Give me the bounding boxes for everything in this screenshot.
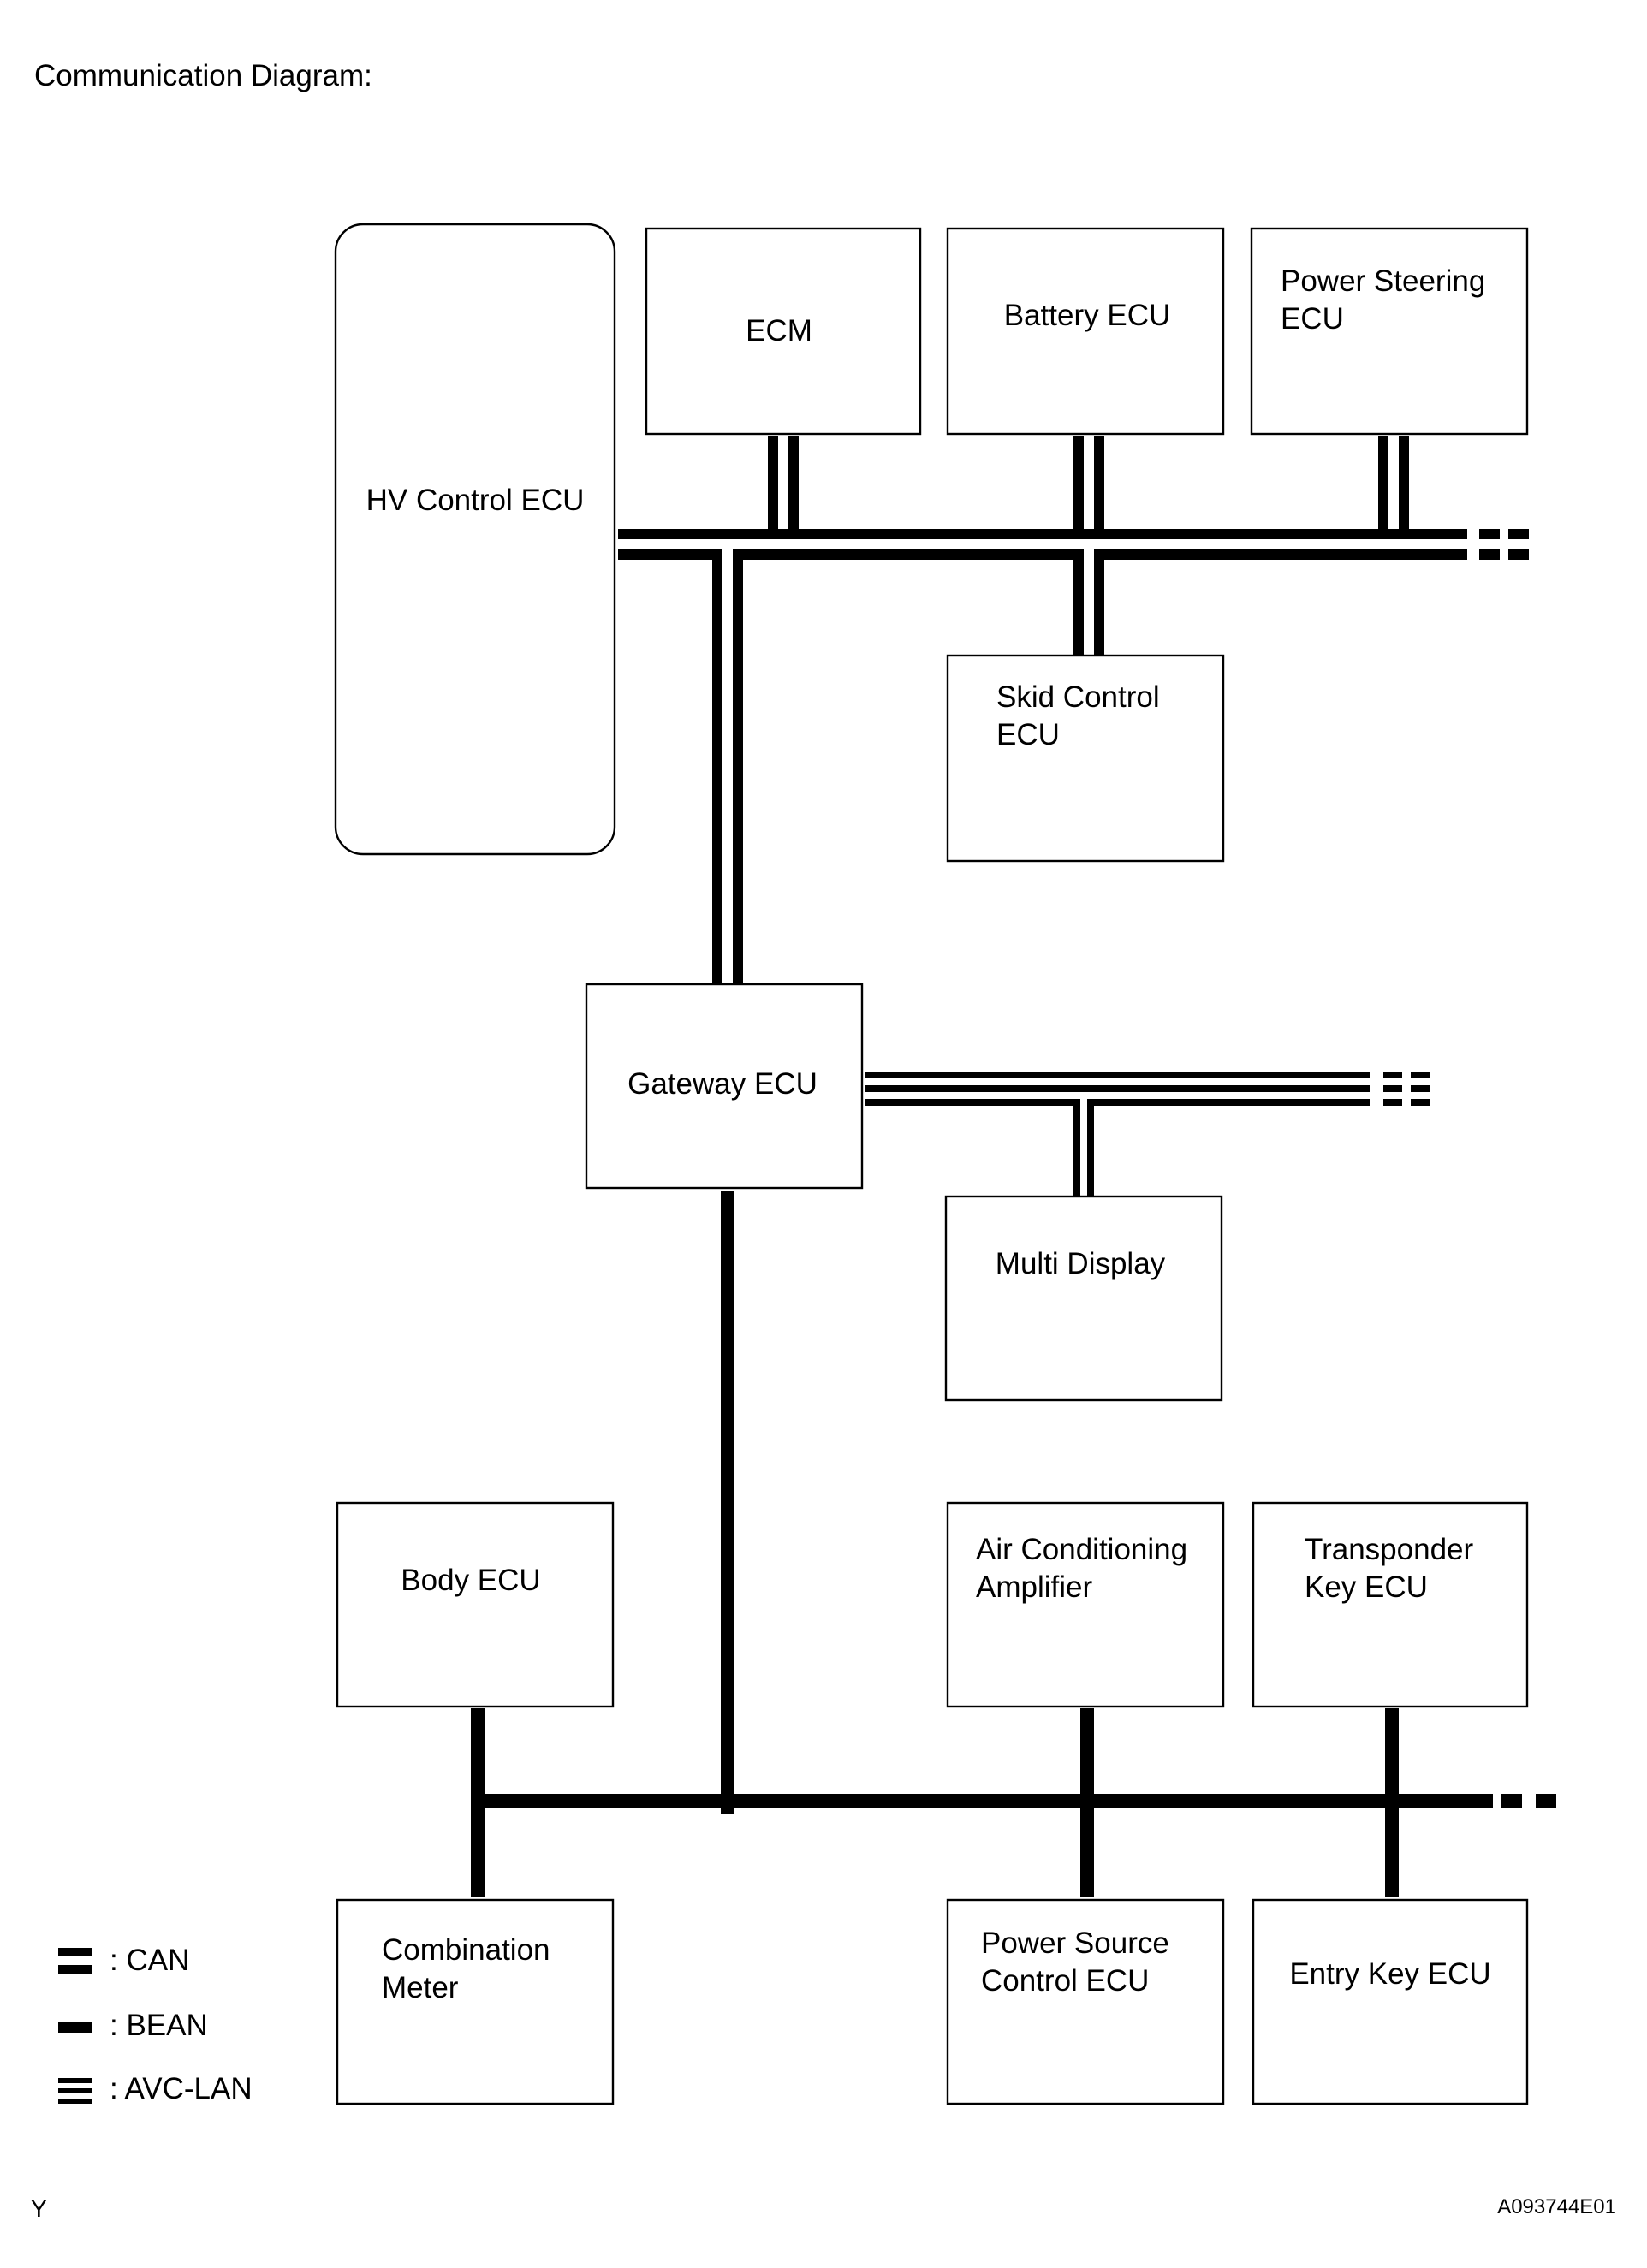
air-conditioning-label-2: Amplifier bbox=[976, 1570, 1092, 1604]
power-steering-ecu-label-1: Power Steering bbox=[1281, 264, 1485, 298]
avc-lan-line-icon bbox=[58, 2078, 92, 2104]
power-source-control-label-1: Power Source bbox=[981, 1927, 1169, 1960]
diagram-title: Communication Diagram: bbox=[34, 59, 372, 92]
power-steering-ecu-label-2: ECU bbox=[1281, 302, 1344, 335]
air-conditioning-label-1: Air Conditioning bbox=[976, 1533, 1187, 1566]
legend-bean-label: : BEAN bbox=[110, 2009, 208, 2042]
legend-bean: : BEAN bbox=[58, 2009, 208, 2042]
combination-meter-box: Combination Meter bbox=[336, 1898, 615, 2105]
legend-avc-lan-label: : AVC-LAN bbox=[110, 2072, 253, 2105]
legend: : CAN : BEAN : AVC-LAN bbox=[58, 1944, 253, 2105]
skid-control-ecu-box: Skid Control ECU bbox=[946, 654, 1225, 863]
entry-key-ecu-box: Entry Key ECU bbox=[1252, 1898, 1529, 2105]
battery-ecu-box: Battery ECU bbox=[946, 227, 1225, 436]
combination-meter-label-2: Meter bbox=[382, 1971, 459, 2004]
transponder-key-label-1: Transponder bbox=[1305, 1533, 1473, 1566]
ecm-label: ECM bbox=[746, 314, 812, 347]
body-ecu-label: Body ECU bbox=[401, 1564, 540, 1597]
entry-key-ecu-label: Entry Key ECU bbox=[1289, 1957, 1490, 1991]
can-bus-lines bbox=[618, 436, 1529, 986]
skid-control-ecu-label-2: ECU bbox=[996, 718, 1060, 751]
figure-id: A093744E01 bbox=[1497, 2195, 1616, 2218]
transponder-key-label-2: Key ECU bbox=[1305, 1570, 1428, 1604]
body-ecu-box: Body ECU bbox=[336, 1501, 615, 1708]
legend-can: : CAN bbox=[58, 1944, 189, 1977]
bean-bus-lines bbox=[471, 1191, 1556, 1897]
multi-display-box: Multi Display bbox=[944, 1195, 1223, 1402]
hv-control-ecu-label: HV Control ECU bbox=[366, 484, 585, 517]
avc-lan-lines bbox=[865, 1072, 1430, 1198]
legend-avc-lan: : AVC-LAN bbox=[58, 2072, 253, 2105]
can-line-icon bbox=[58, 1948, 92, 1974]
bean-line-icon bbox=[58, 2022, 92, 2033]
multi-display-label: Multi Display bbox=[996, 1247, 1166, 1280]
battery-ecu-label: Battery ECU bbox=[1004, 299, 1171, 332]
power-source-control-ecu-box: Power Source Control ECU bbox=[946, 1898, 1225, 2105]
skid-control-ecu-label-1: Skid Control bbox=[996, 680, 1160, 714]
gateway-ecu-box: Gateway ECU bbox=[585, 983, 864, 1190]
ecm-box: ECM bbox=[645, 227, 922, 436]
legend-can-label: : CAN bbox=[110, 1944, 189, 1977]
power-source-control-label-2: Control ECU bbox=[981, 1964, 1149, 1998]
air-conditioning-amplifier-box: Air Conditioning Amplifier bbox=[946, 1501, 1225, 1708]
footer-left-mark: Y bbox=[31, 2195, 47, 2222]
combination-meter-label-1: Combination bbox=[382, 1933, 550, 1967]
transponder-key-ecu-box: Transponder Key ECU bbox=[1252, 1501, 1529, 1708]
hv-control-ecu-box: HV Control ECU bbox=[334, 223, 616, 856]
gateway-ecu-label: Gateway ECU bbox=[627, 1067, 818, 1101]
power-steering-ecu-box: Power Steering ECU bbox=[1250, 227, 1529, 436]
